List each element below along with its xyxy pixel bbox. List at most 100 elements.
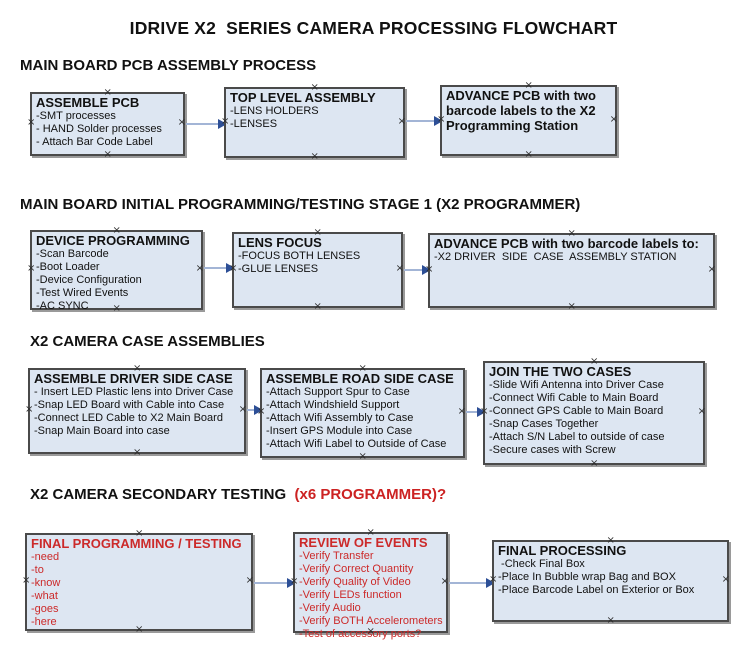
- flow-arrow: [204, 263, 235, 273]
- box-item: -LENSES: [230, 118, 278, 130]
- box-item: -AC SYNC: [36, 300, 89, 312]
- connection-handle: [104, 150, 112, 160]
- connection-handle: [133, 448, 141, 458]
- box-item: -Attach Wifi Assembly to Case: [266, 412, 414, 424]
- flow-box-lens-focus: LENS FOCUS -FOCUS BOTH LENSES-GLUE LENSE…: [232, 232, 403, 308]
- box-title: ADVANCE PCB with two barcode labels to t…: [446, 88, 596, 133]
- connection-handle: [314, 302, 322, 312]
- flow-box-advance-pcb-driver-side: ADVANCE PCB with two barcode labels to: …: [428, 233, 715, 308]
- box-item: -Verify LEDs function: [299, 589, 402, 601]
- box-body: - Insert LED Plastic lens into Driver Ca…: [34, 386, 240, 438]
- connection-handle: [590, 459, 598, 469]
- box-body: -LENS HOLDERS-LENSES: [230, 105, 399, 131]
- flow-box-final-programming-testing: FINAL PROGRAMMING / TESTING -need-to-kno…: [25, 533, 253, 631]
- box-title: FINAL PROGRAMMING / TESTING: [31, 536, 242, 551]
- connection-handle: [25, 405, 33, 415]
- box-body: -Scan Barcode-Boot Loader-Device Configu…: [36, 248, 197, 313]
- box-body: -Check Final Box-Place In Bubble wrap Ba…: [498, 558, 723, 597]
- box-body: -need-to-know-what-goes-here: [31, 551, 247, 629]
- box-title: REVIEW OF EVENTS: [299, 535, 428, 550]
- section-heading-initial-programming: MAIN BOARD INITIAL PROGRAMMING/TESTING S…: [20, 196, 580, 213]
- box-item: -Verify Transfer: [299, 550, 374, 562]
- box-body: -X2 DRIVER SIDE CASE ASSEMBLY STATION: [434, 251, 709, 264]
- flow-box-review-of-events: REVIEW OF EVENTS -Verify Transfer -Verify…: [293, 532, 448, 640]
- flow-box-top-level-assembly: TOP LEVEL ASSEMBLY -LENS HOLDERS-LENSES: [224, 87, 405, 158]
- box-title: ASSEMBLE ROAD SIDE CASE: [266, 371, 454, 386]
- box-item: -to: [31, 564, 44, 576]
- box-title: JOIN THE TWO CASES: [489, 364, 632, 379]
- box-item: -goes: [31, 603, 59, 615]
- section-heading-red-text: (x6 PROGRAMMER)?: [290, 486, 447, 503]
- section-heading-text: X2 CAMERA CASE ASSEMBLIES: [30, 333, 265, 350]
- section-heading-case-assemblies: X2 CAMERA CASE ASSEMBLIES: [30, 333, 265, 350]
- box-item: -need: [31, 551, 60, 563]
- box-title: ADVANCE PCB with two barcode labels to:: [434, 236, 699, 251]
- box-item: -know: [31, 577, 61, 589]
- box-title: DEVICE PROGRAMMING: [36, 233, 190, 248]
- flow-box-assemble-driver-side-case: ASSEMBLE DRIVER SIDE CASE - Insert LED P…: [28, 368, 246, 454]
- connection-handle: [607, 616, 615, 626]
- box-item: -what: [31, 590, 58, 602]
- box-item: -Attach Support Spur to Case: [266, 386, 410, 398]
- box-item: -Scan Barcode: [36, 248, 109, 260]
- box-item: -Boot Loader: [36, 261, 100, 273]
- box-item: -LENS HOLDERS: [230, 105, 319, 117]
- flow-box-device-programming: DEVICE PROGRAMMING -Scan Barcode-Boot Lo…: [27, 230, 203, 313]
- flow-arrow: [254, 578, 296, 588]
- box-title: FINAL PROCESSING: [498, 543, 627, 558]
- box-item: -Snap LED Board with Cable into Case: [34, 399, 225, 411]
- box-item: -Attach Wifi Label to Outside of Case: [266, 438, 447, 450]
- flow-arrow: [247, 405, 263, 415]
- box-title: ASSEMBLE DRIVER SIDE CASE: [34, 371, 233, 386]
- flow-arrow: [466, 407, 486, 417]
- flow-box-advance-pcb-programming-station: ADVANCE PCB with two barcode labels to t…: [440, 85, 617, 156]
- section-heading-text: MAIN BOARD PCB ASSEMBLY PROCESS: [20, 57, 317, 74]
- flow-box-assemble-road-side-case: ASSEMBLE ROAD SIDE CASE -Attach Support …: [260, 368, 465, 458]
- box-item: -Insert GPS Module into Case: [266, 425, 413, 437]
- box-body: -Slide Wifi Antenna into Driver Case-Con…: [489, 379, 699, 457]
- flow-arrow: [449, 578, 495, 588]
- box-body: -Attach Support Spur to Case-Attach Wind…: [266, 386, 459, 451]
- box-item: -Verify BOTH Accelerometers: [299, 615, 443, 627]
- box-title: TOP LEVEL ASSEMBLY: [230, 90, 376, 105]
- box-item: -Test Wired Events: [36, 287, 129, 299]
- box-item: -SMT processes: [36, 110, 116, 122]
- box-item: -Verify Quality of Video: [299, 576, 411, 588]
- box-item: -Check Final Box: [498, 558, 585, 570]
- flow-arrow: [186, 119, 227, 129]
- box-item: -Place In Bubble wrap Bag and BOX: [498, 571, 676, 583]
- section-heading-text: X2 CAMERA SECONDARY TESTING: [30, 486, 291, 503]
- box-item: - Attach Bar Code Label: [36, 136, 153, 148]
- box-item: -Place Barcode Label on Exterior or Box: [498, 584, 695, 596]
- flow-arrow: [404, 265, 431, 275]
- connection-handle: [359, 452, 367, 462]
- flow-arrow: [406, 116, 443, 126]
- flow-box-join-the-two-cases: JOIN THE TWO CASES -Slide Wifi Antenna i…: [483, 361, 705, 465]
- box-item: -Verify Audio: [299, 602, 361, 614]
- box-item: -Slide Wifi Antenna into Driver Case: [489, 379, 664, 391]
- section-heading-secondary-testing: X2 CAMERA SECONDARY TESTING (x6 PROGRAMM…: [30, 486, 446, 503]
- box-item: -Snap Main Board into case: [34, 425, 170, 437]
- box-title: ASSEMBLE PCB: [36, 95, 140, 110]
- section-heading-text: MAIN BOARD INITIAL PROGRAMMING/TESTING S…: [20, 196, 581, 213]
- box-item: -Device Configuration: [36, 274, 142, 286]
- box-item: -Connect Wifi Cable to Main Board: [489, 392, 659, 404]
- box-body: -FOCUS BOTH LENSES-GLUE LENSES: [238, 250, 397, 276]
- box-item: -X2 DRIVER SIDE CASE ASSEMBLY STATION: [434, 251, 677, 263]
- box-item: -Test of accessory ports?: [299, 628, 422, 640]
- connection-handle: [22, 576, 30, 586]
- box-item: -Attach Windshield Support: [266, 399, 400, 411]
- connection-handle: [27, 118, 35, 128]
- flow-box-final-processing: FINAL PROCESSING -Check Final Box-Place …: [492, 540, 729, 622]
- box-item: -Connect LED Cable to X2 Main Board: [34, 412, 223, 424]
- flow-box-assemble-pcb: ASSEMBLE PCB -SMT processes- HAND Solder…: [30, 92, 185, 156]
- connection-handle: [27, 264, 35, 274]
- box-item: -Attach S/N Label to outside of case: [489, 431, 665, 443]
- box-title: LENS FOCUS: [238, 235, 322, 250]
- box-item: -FOCUS BOTH LENSES: [238, 250, 361, 262]
- box-item: -here: [31, 616, 57, 628]
- page-title: IDRIVE X2 SERIES CAMERA PROCESSING FLOWC…: [129, 18, 618, 38]
- connection-handle: [568, 302, 576, 312]
- box-item: - HAND Solder processes: [36, 123, 162, 135]
- box-item: -Secure cases with Screw: [489, 444, 616, 456]
